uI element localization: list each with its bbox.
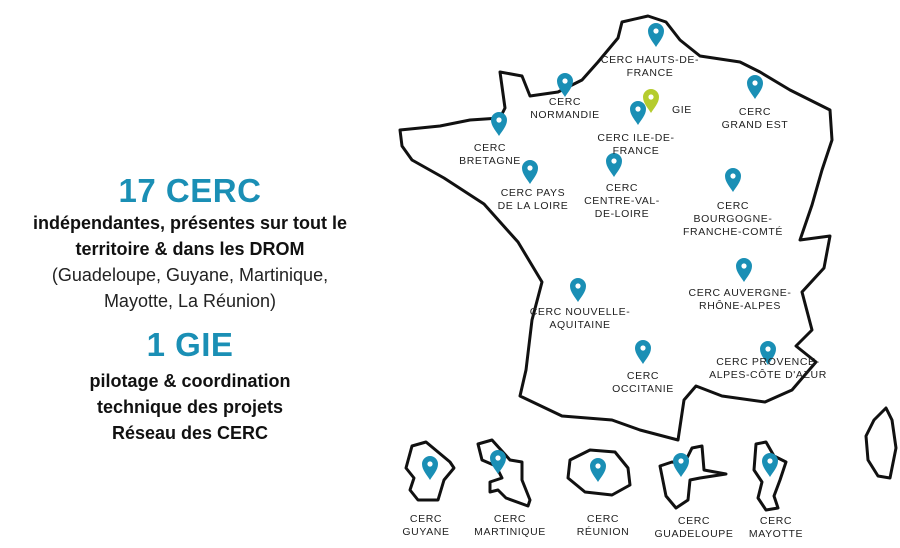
guadeloupe-outline — [658, 444, 728, 510]
label-line: RHÔNE-ALPES — [699, 300, 781, 312]
label-line: CERC — [409, 513, 443, 525]
guyane-pin-icon[interactable] — [422, 456, 438, 480]
label-line: GIE — [672, 104, 692, 116]
ile-de-france-pin-icon[interactable] — [630, 101, 646, 125]
label-line: FRANCE — [626, 67, 674, 79]
hauts-de-france-pin-icon[interactable] — [648, 23, 664, 47]
cerc-description: territoire & dans les DROM — [75, 239, 305, 259]
label-line: BOURGOGNE- — [693, 213, 773, 225]
label-line: RÉUNION — [576, 526, 630, 538]
martinique-pin-icon[interactable] — [490, 450, 506, 474]
mayotte-pin-icon[interactable] — [762, 453, 778, 477]
label-line: CERC — [677, 515, 711, 527]
cerc-description: indépendantes, présentes sur tout le — [32, 213, 348, 233]
label-line: CERC HAUTS-DE- — [600, 54, 700, 66]
nouvelle-aquitaine-pin-icon[interactable] — [570, 278, 586, 302]
label-line: CERC — [473, 142, 507, 154]
reunion-outline — [566, 448, 632, 497]
gie-description: pilotage & coordination — [89, 371, 291, 391]
label-line: CERC PAYS — [500, 187, 566, 199]
label-line: CERC — [548, 96, 582, 108]
label-line: FRANCHE-COMTÉ — [683, 226, 783, 238]
label-line: MAYOTTE — [748, 528, 804, 540]
label-line: CERC — [759, 515, 793, 527]
gie-description: technique des projets — [96, 397, 284, 417]
label-line: OCCITANIE — [612, 383, 674, 395]
gie-pin-icon[interactable] — [643, 89, 659, 113]
label-line: FRANCE — [612, 145, 660, 157]
label-line: CERC — [738, 106, 772, 118]
hauts-de-france-label: CERC HAUTS-DE-FRANCE — [601, 54, 699, 80]
label-line: DE LA LOIRE — [497, 200, 569, 212]
ile-de-france-label: CERC ILE-DE-FRANCE — [597, 132, 674, 158]
corsica-outline — [864, 406, 898, 480]
guyane-outline — [404, 440, 456, 502]
pays-de-la-loire-pin-icon[interactable] — [522, 160, 538, 184]
label-line: CERC — [493, 513, 527, 525]
label-line: NORMANDIE — [530, 109, 600, 121]
auvergne-rhone-alpes-label: CERC AUVERGNE-RHÔNE-ALPES — [689, 287, 792, 313]
bretagne-pin-icon[interactable] — [491, 112, 507, 136]
grand-est-pin-icon[interactable] — [747, 75, 763, 99]
label-line: CERC — [716, 200, 750, 212]
label-line: CERC PROVENCE- — [716, 356, 820, 368]
centre-val-de-loire-pin-icon[interactable] — [606, 153, 622, 177]
label-line: ALPES-CÔTE D'AZUR — [709, 369, 827, 381]
label-line: GUADELOUPE — [654, 528, 734, 540]
label-line: GUYANE — [402, 526, 450, 538]
label-line: CENTRE-VAL- — [584, 195, 660, 207]
auvergne-rhone-alpes-pin-icon[interactable] — [736, 258, 752, 282]
label-line: BRETAGNE — [459, 155, 521, 167]
gie-label: GIE — [672, 104, 692, 117]
summary-panel: 17 CERC indépendantes, présentes sur tou… — [0, 172, 380, 446]
label-line: CERC AUVERGNE- — [688, 287, 792, 299]
label-line: CERC — [605, 182, 639, 194]
drom-list: Mayotte, La Réunion) — [103, 291, 277, 311]
cerc-count: 17 CERC — [118, 172, 262, 209]
bourgogne-franche-comte-pin-icon[interactable] — [725, 168, 741, 192]
gie-description: Réseau des CERC — [111, 423, 269, 443]
label-line: MARTINIQUE — [474, 526, 546, 538]
guadeloupe-pin-icon[interactable] — [673, 453, 689, 477]
gie-count: 1 GIE — [146, 326, 234, 363]
label-line: CERC NOUVELLE- — [529, 306, 631, 318]
label-line: CERC ILE-DE- — [597, 132, 675, 144]
nouvelle-aquitaine-label: CERC NOUVELLE-AQUITAINE — [530, 306, 631, 332]
paca-label: CERC PROVENCE-ALPES-CÔTE D'AZUR — [709, 356, 827, 382]
martinique-outline — [476, 438, 532, 508]
label-line: CERC — [586, 513, 620, 525]
label-line: AQUITAINE — [549, 319, 611, 331]
paca-pin-icon[interactable] — [760, 341, 776, 365]
label-line: DE-LOIRE — [594, 208, 650, 220]
occitanie-pin-icon[interactable] — [635, 340, 651, 364]
reunion-pin-icon[interactable] — [590, 458, 606, 482]
label-line: CERC — [626, 370, 660, 382]
label-line: GRAND EST — [721, 119, 789, 131]
drom-list: (Guadeloupe, Guyane, Martinique, — [51, 265, 329, 285]
normandie-pin-icon[interactable] — [557, 73, 573, 97]
